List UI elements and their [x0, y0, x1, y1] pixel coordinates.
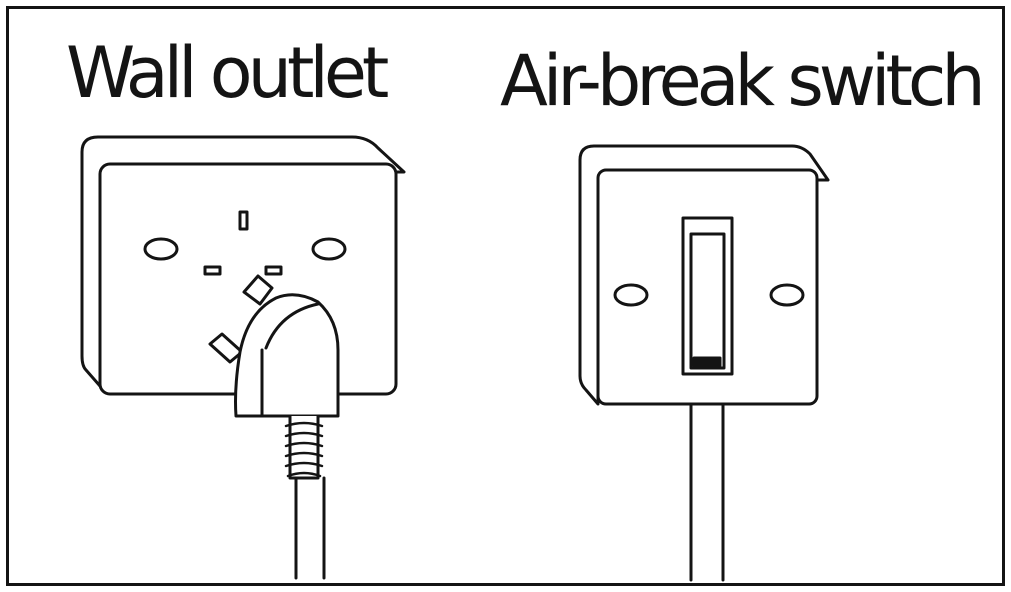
wall-outlet — [80, 135, 406, 580]
switch-rocker — [689, 232, 726, 370]
plug-ridge — [264, 302, 320, 350]
switch-conduit — [689, 402, 725, 582]
cable-boot — [288, 414, 320, 480]
outlet-cable — [294, 476, 326, 580]
switch-screw-right — [769, 283, 805, 307]
air-break-switch — [578, 144, 830, 582]
switch-indicator — [692, 356, 722, 368]
switch-screw-left — [613, 283, 649, 307]
outlet-earth-slot — [238, 210, 249, 231]
outlet-slot-left — [203, 265, 222, 276]
cable-boot-ridges — [284, 421, 324, 478]
outlet-slot-right — [264, 265, 283, 276]
outlet-screw-left — [143, 237, 179, 261]
outlet-screw-right — [311, 237, 347, 261]
plug-pin-top — [242, 274, 274, 306]
air-break-switch-title: Air-break switch — [500, 40, 986, 122]
wall-outlet-title: Wall outlet — [66, 32, 389, 114]
